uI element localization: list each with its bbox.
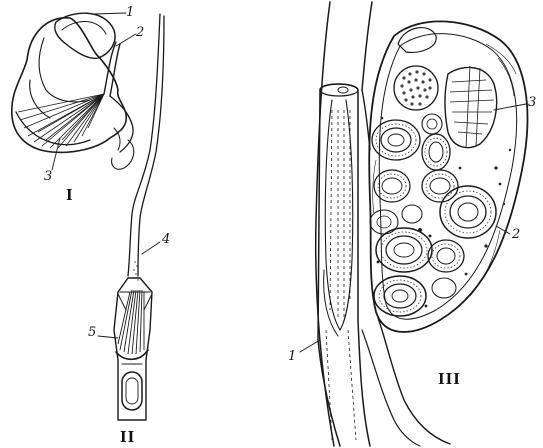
panel-ii-callout-4: 4 bbox=[162, 233, 170, 246]
panel-iii-callout-3: 3 bbox=[528, 96, 536, 109]
panel-ii-label: II bbox=[120, 428, 135, 445]
panel-iii-drawing bbox=[300, 2, 527, 446]
panel-iii-callout-1: 1 bbox=[288, 350, 296, 363]
panel-ii-callout-5: 5 bbox=[88, 326, 96, 339]
panel-iii-label: III bbox=[438, 370, 461, 387]
panel-i-callout-1: 1 bbox=[126, 6, 134, 19]
panel-i-drawing bbox=[12, 13, 136, 170]
panel-iii-callout-2: 2 bbox=[512, 228, 520, 241]
panel-i-callout-3: 3 bbox=[44, 170, 52, 183]
panel-i-label: I bbox=[66, 186, 74, 203]
panel-i-callout-2: 2 bbox=[136, 26, 144, 39]
